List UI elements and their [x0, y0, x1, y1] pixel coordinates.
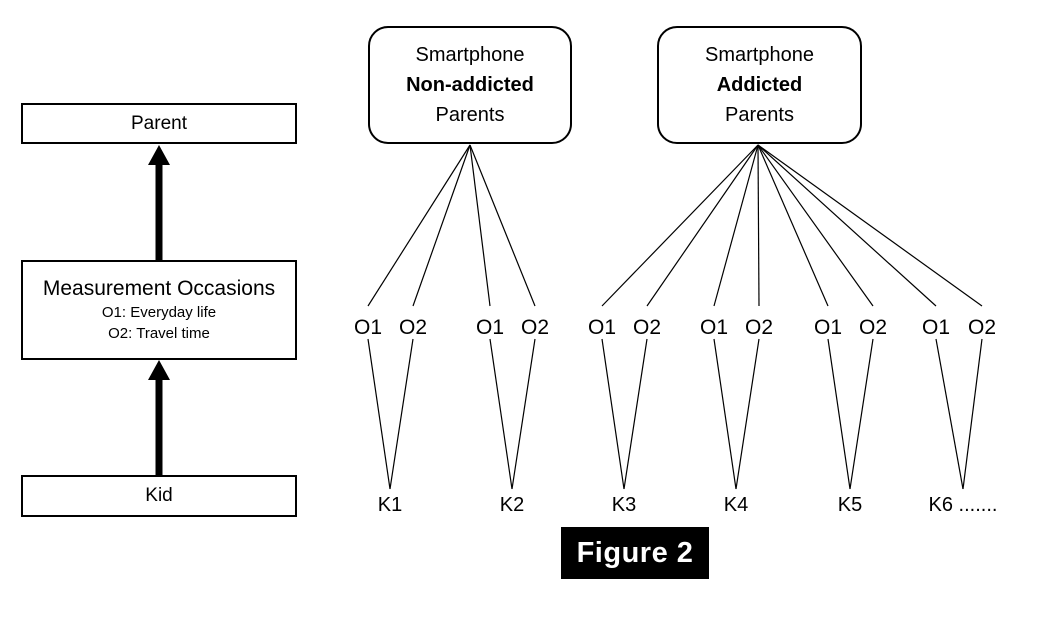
group-addicted-to-occasion-6-line	[757, 144, 874, 307]
occasion-o2-description: O2: Travel time	[108, 325, 210, 342]
kid-label-k3: K3	[611, 494, 637, 516]
occasion-label-addicted-3-o1: O1	[813, 316, 843, 339]
occasion-o1-description: O1: Everyday life	[101, 304, 217, 321]
kid-label-k4: K4	[723, 494, 749, 516]
group-addicted-to-occasion-8-line	[757, 144, 983, 307]
occasion-to-kid-K5-line-2	[849, 338, 874, 490]
group-addicted-to-occasion-1-line	[601, 144, 759, 307]
occasion-label-addicted-2-o1: O1	[699, 316, 729, 339]
occasion-label-addicted-3-o2: O2	[858, 316, 888, 339]
occasion-label-non-addicted-1-o1: O1	[353, 316, 383, 339]
occasion-to-kid-K5-line-1	[827, 338, 851, 490]
kid-label-k6: K6 .......	[928, 494, 998, 516]
kid-label-k2: K2	[499, 494, 525, 516]
occasion-label-addicted-4-o2: O2	[967, 316, 997, 339]
kid-to-measurement-arrow	[148, 360, 170, 475]
occasion-label-non-addicted-1-o2: O2	[398, 316, 428, 339]
group-box-non-addicted-parents: Smartphone Non-addicted Parents	[368, 26, 572, 144]
group-non-addicted-to-occasion-3-line	[469, 144, 491, 307]
group-addicted-to-occasion-2-line	[646, 144, 759, 307]
group-addicted-to-occasion-7-line	[757, 144, 937, 307]
occasion-to-kid-K3-line-2	[623, 338, 648, 490]
kid-label-k5: K5	[837, 494, 863, 516]
measurement-occasions-box: Measurement Occasions O1: Everyday life …	[21, 260, 297, 360]
occasion-label-non-addicted-2-o1: O1	[475, 316, 505, 339]
occasion-to-kid-K2-line-2	[511, 338, 536, 490]
occasion-label-addicted-1-o1: O1	[587, 316, 617, 339]
group-non-addicted-to-occasion-4-line	[469, 144, 536, 307]
occasion-label-non-addicted-2-o2: O2	[520, 316, 550, 339]
figure-caption: Figure 2	[561, 527, 709, 579]
parent-level-label: Parent	[131, 112, 187, 134]
group-nonaddicted-line3: Parents	[435, 104, 505, 126]
occasion-to-kid-K1-line-2	[389, 338, 414, 490]
parent-level-box: Parent	[21, 103, 297, 144]
kid-label-k1: K1	[377, 494, 403, 516]
group-non-addicted-to-occasion-2-line	[412, 144, 471, 307]
kid-level-box: Kid	[21, 475, 297, 517]
group-nonaddicted-line2: Non-addicted	[406, 74, 534, 96]
group-addicted-line1: Smartphone	[705, 44, 814, 66]
occasion-to-kid-K6-line-1	[935, 338, 964, 490]
occasion-to-kid-K1-line-1	[367, 338, 391, 490]
occasion-to-kid-K6-line-2	[962, 338, 983, 490]
occasion-to-kid-K2-line-1	[489, 338, 513, 490]
group-nonaddicted-line1: Smartphone	[415, 44, 525, 66]
group-non-addicted-to-occasion-1-line	[367, 144, 471, 307]
group-addicted-to-occasion-3-line	[713, 144, 759, 307]
figure-caption-text: Figure 2	[576, 536, 694, 569]
occasion-to-kid-K3-line-1	[601, 338, 625, 490]
group-box-addicted-parents: Smartphone Addicted Parents	[657, 26, 862, 144]
occasion-label-addicted-1-o2: O2	[632, 316, 662, 339]
group-addicted-to-occasion-5-line	[757, 144, 829, 307]
occasion-label-addicted-4-o1: O1	[921, 316, 951, 339]
occasion-to-kid-K4-line-2	[735, 338, 760, 490]
measurement-to-parent-arrow	[148, 145, 170, 260]
group-addicted-line2: Addicted	[716, 74, 803, 96]
kid-level-label: Kid	[145, 485, 173, 506]
group-addicted-to-occasion-4-line	[757, 144, 760, 307]
occasion-label-addicted-2-o2: O2	[744, 316, 774, 339]
occasion-to-kid-K4-line-1	[713, 338, 737, 490]
group-addicted-line3: Parents	[725, 104, 794, 126]
measurement-occasions-title: Measurement Occasions	[42, 277, 276, 300]
